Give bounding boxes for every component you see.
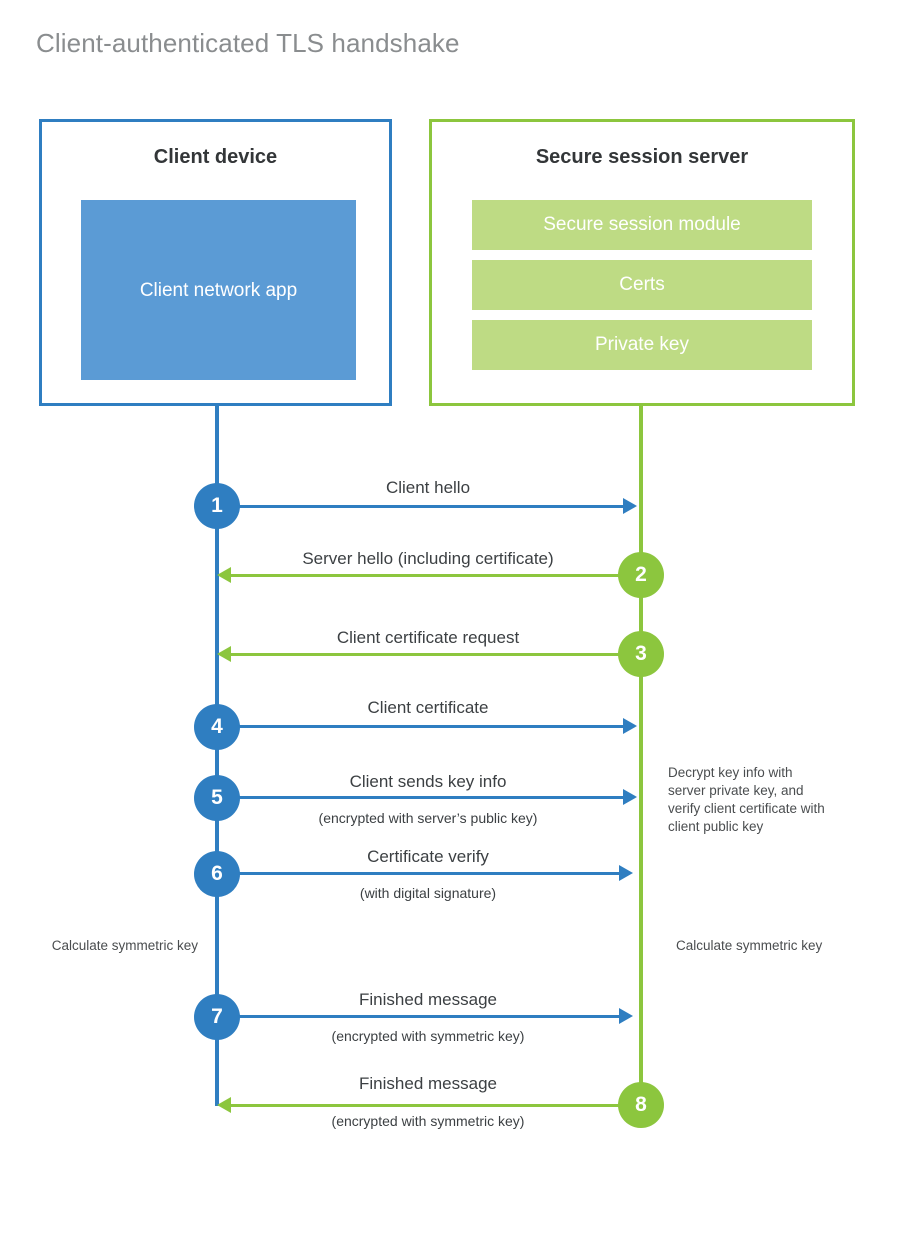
step-8-arrowhead-icon [217,1097,231,1113]
step-marker-1[interactable]: 1 [194,483,240,529]
step-3-arrow-line [231,653,625,656]
step-5-arrowhead-icon [623,789,637,805]
step-3-label: Client certificate request [336,628,520,647]
step-marker-3[interactable]: 3 [618,631,664,677]
step-8-label: Finished message [359,1074,497,1093]
step-7-sublabel: (encrypted with symmetric key) [331,1028,525,1044]
step-marker-7[interactable]: 7 [194,994,240,1040]
step-marker-5[interactable]: 5 [194,775,240,821]
step-6-arrowhead-icon [619,865,633,881]
step-6-label: Certificate verify [367,847,489,866]
client-network-app-label: Client network app [139,279,298,301]
step-2-arrowhead-icon [217,567,231,583]
step-6-arrow-line [217,872,621,875]
step-4-arrow-line [217,725,625,728]
step-7-arrow-line [217,1015,621,1018]
step-5-label: Client sends key info [349,772,507,791]
step-2-arrow-line [231,574,625,577]
server-decrypt-key-info-note: Decrypt key info with server private key… [668,765,825,834]
step-8-arrow-line [231,1104,625,1107]
step-marker-4[interactable]: 4 [194,704,240,750]
server-module-certs: Certs [472,260,812,310]
server-module-label: Private key [595,334,689,355]
server-module-label: Secure session module [543,214,741,235]
step-marker-8[interactable]: 8 [618,1082,664,1128]
step-marker-6[interactable]: 6 [194,851,240,897]
step-marker-2[interactable]: 2 [618,552,664,598]
step-1-arrowhead-icon [623,498,637,514]
step-2-label: Server hello (including certificate) [302,549,554,568]
client-device-title: Client device [153,146,278,168]
step-3-arrowhead-icon [217,646,231,662]
page-title: Client-authenticated TLS handshake [36,28,460,58]
step-4-arrowhead-icon [623,718,637,734]
step-8-sublabel: (encrypted with symmetric key) [331,1113,525,1129]
server-module-private-key: Private key [472,320,812,370]
step-5-sublabel: (encrypted with server’s public key) [318,810,538,826]
step-1-arrow-line [217,505,625,508]
server-module-secure-session-module: Secure session module [472,200,812,250]
participant-secure-session-server: Secure session server Secure session mod… [429,119,855,406]
step-1-label: Client hello [385,478,471,497]
client-calculate-symmetric-key-note: Calculate symmetric key [51,938,198,953]
participant-client-device: Client device Client network app [39,119,392,406]
step-7-label: Finished message [359,990,497,1009]
client-lifeline [215,403,219,1106]
step-6-sublabel: (with digital signature) [359,885,497,901]
server-lifeline [639,403,643,1106]
client-network-app-block: Client network app [81,200,356,380]
server-module-label: Certs [619,274,665,295]
server-calculate-symmetric-key-note: Calculate symmetric key [676,938,823,953]
step-4-label: Client certificate [367,698,489,717]
step-7-arrowhead-icon [619,1008,633,1024]
secure-session-server-title: Secure session server [535,146,749,168]
step-5-arrow-line [217,796,625,799]
